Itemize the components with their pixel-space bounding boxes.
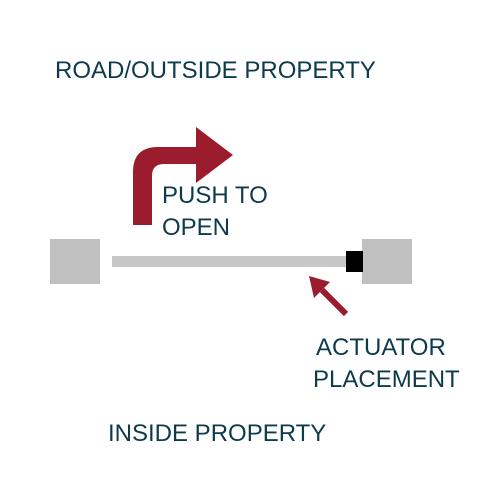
actuator-pointer-arrow-icon (309, 276, 349, 317)
outside-property-label: ROAD/OUTSIDE PROPERTY (55, 57, 376, 84)
push-label-line1: PUSH TO (162, 182, 268, 209)
actuator-label-line1: ACTUATOR (316, 334, 446, 361)
push-to-open-label: PUSH TO OPEN (162, 180, 268, 244)
push-label-line2: OPEN (162, 214, 231, 241)
gate-bar (112, 256, 348, 267)
push-arrow-icon (133, 127, 233, 225)
inside-property-label: INSIDE PROPERTY (108, 420, 327, 447)
actuator-placement-label: ACTUATOR PLACEMENT (313, 332, 460, 396)
actuator-label-line2: PLACEMENT (313, 366, 460, 393)
left-gate-post (50, 239, 100, 284)
actuator-block (346, 251, 363, 272)
right-gate-post (362, 239, 412, 284)
